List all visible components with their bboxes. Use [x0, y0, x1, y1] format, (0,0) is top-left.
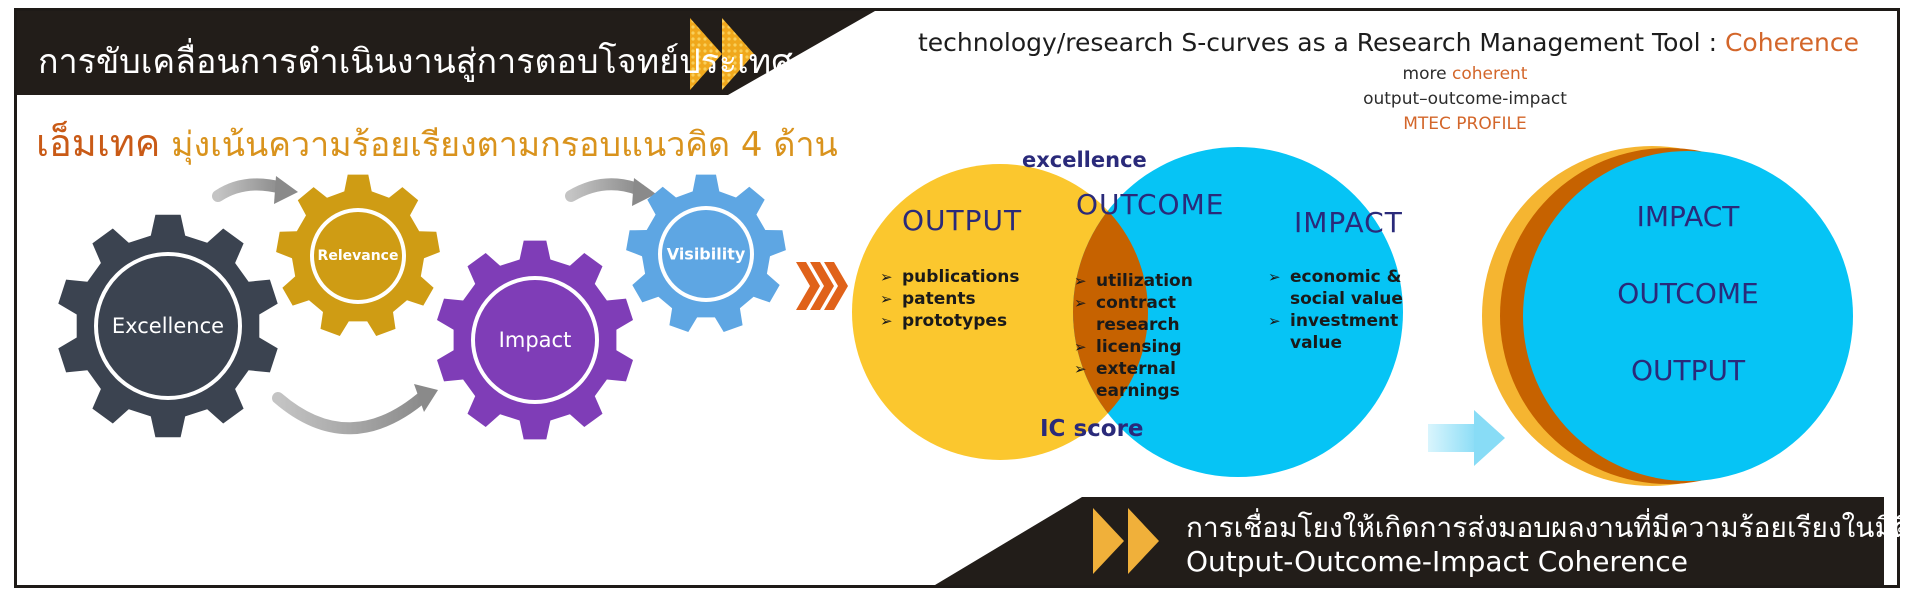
- list-item: economic &: [1268, 266, 1403, 288]
- venn-outcome-list: utilization contract research licensing …: [1074, 270, 1193, 402]
- coherence-note-line1: more coherent: [1360, 64, 1570, 84]
- gear-excellence-ring: [94, 252, 242, 400]
- gear-impact: [437, 240, 633, 440]
- coherence-stack: [1482, 146, 1853, 486]
- venn-impact-title: IMPACT: [1294, 206, 1403, 239]
- gear-relevance: [276, 174, 440, 336]
- gear-impact-ring: [471, 276, 599, 404]
- thai-heading: เอ็มเทค มุ่งเน้นความร้อยเรียงตามกรอบแนวค…: [36, 112, 838, 173]
- venn-ic-score-label: IC score: [1040, 416, 1144, 442]
- venn-output-title: OUTPUT: [902, 204, 1023, 237]
- gear-label-visibility: Visibility: [666, 244, 746, 264]
- gear-label-excellence: Excellence: [111, 314, 225, 338]
- list-item: value: [1290, 333, 1343, 353]
- banner-title: การขับเคลื่อนการดำเนินงานสู่การตอบโจทย์ป…: [38, 42, 793, 82]
- gear-label-impact: Impact: [498, 328, 572, 352]
- right-title-main: technology/research S-curves as a Resear…: [918, 28, 1701, 57]
- list-item: research: [1096, 315, 1180, 335]
- arrowhead-group: [274, 176, 656, 412]
- bottom-banner-shape: [935, 497, 1884, 585]
- gear-group: [58, 174, 786, 440]
- list-item: licensing: [1074, 336, 1193, 358]
- top-banner-shape: [17, 11, 875, 95]
- stack-output-label: OUTPUT: [1630, 354, 1746, 387]
- brand-name: เอ็มเทค: [36, 121, 161, 165]
- list-item: investment: [1268, 310, 1403, 332]
- list-item: patents: [880, 288, 1020, 310]
- stack-impact-label: IMPACT: [1636, 200, 1740, 233]
- venn-impact-circle: [1073, 147, 1403, 477]
- list-item: prototypes: [880, 310, 1020, 332]
- bottom-banner-line1: การเชื่อมโยงให้เกิดการส่งมอบผลงานที่มีคว…: [1186, 511, 1912, 544]
- gear-label-relevance: Relevance: [317, 248, 399, 264]
- right-title-accent: Coherence: [1724, 28, 1860, 57]
- right-title: technology/research S-curves as a Resear…: [918, 28, 1859, 57]
- gear-visibility-ring: [658, 206, 754, 302]
- list-item: publications: [880, 266, 1020, 288]
- stack-outcome-label: OUTCOME: [1617, 277, 1759, 310]
- venn-impact-list: economic & social value investment value: [1268, 266, 1403, 354]
- list-item: earnings: [1096, 381, 1180, 401]
- heading-text: มุ่งเน้นความร้อยเรียงตามกรอบแนวคิด 4 ด้า…: [171, 125, 838, 165]
- triple-chevron-icon: [796, 262, 848, 310]
- coherence-note-chain: output–outcome-impact: [1363, 89, 1567, 109]
- double-chevron-icon: [690, 18, 754, 90]
- list-item: social value: [1290, 289, 1403, 309]
- coherence-note-profile: MTEC PROFILE: [1403, 114, 1527, 134]
- venn-outcome-title: OUTCOME: [1076, 188, 1225, 221]
- venn-output-list: publications patents prototypes: [880, 266, 1020, 332]
- list-item: utilization: [1074, 270, 1193, 292]
- list-item: contract: [1074, 292, 1193, 314]
- gear-visibility: [626, 174, 786, 332]
- stack-front-circle: [1523, 151, 1853, 481]
- gear-excellence: [58, 214, 278, 438]
- coherence-coherent: coherent: [1451, 64, 1528, 84]
- right-title-separator: :: [1708, 28, 1718, 57]
- list-item: external: [1074, 358, 1193, 380]
- venn-excellence-label: excellence: [1022, 148, 1147, 172]
- coherence-more: more: [1402, 64, 1447, 84]
- bottom-banner-line2: Output-Outcome-Impact Coherence: [1186, 545, 1688, 578]
- right-arrow-icon: [1428, 410, 1505, 466]
- gear-relevance-ring: [310, 208, 406, 304]
- bottom-double-chevron-icon: [1093, 508, 1159, 574]
